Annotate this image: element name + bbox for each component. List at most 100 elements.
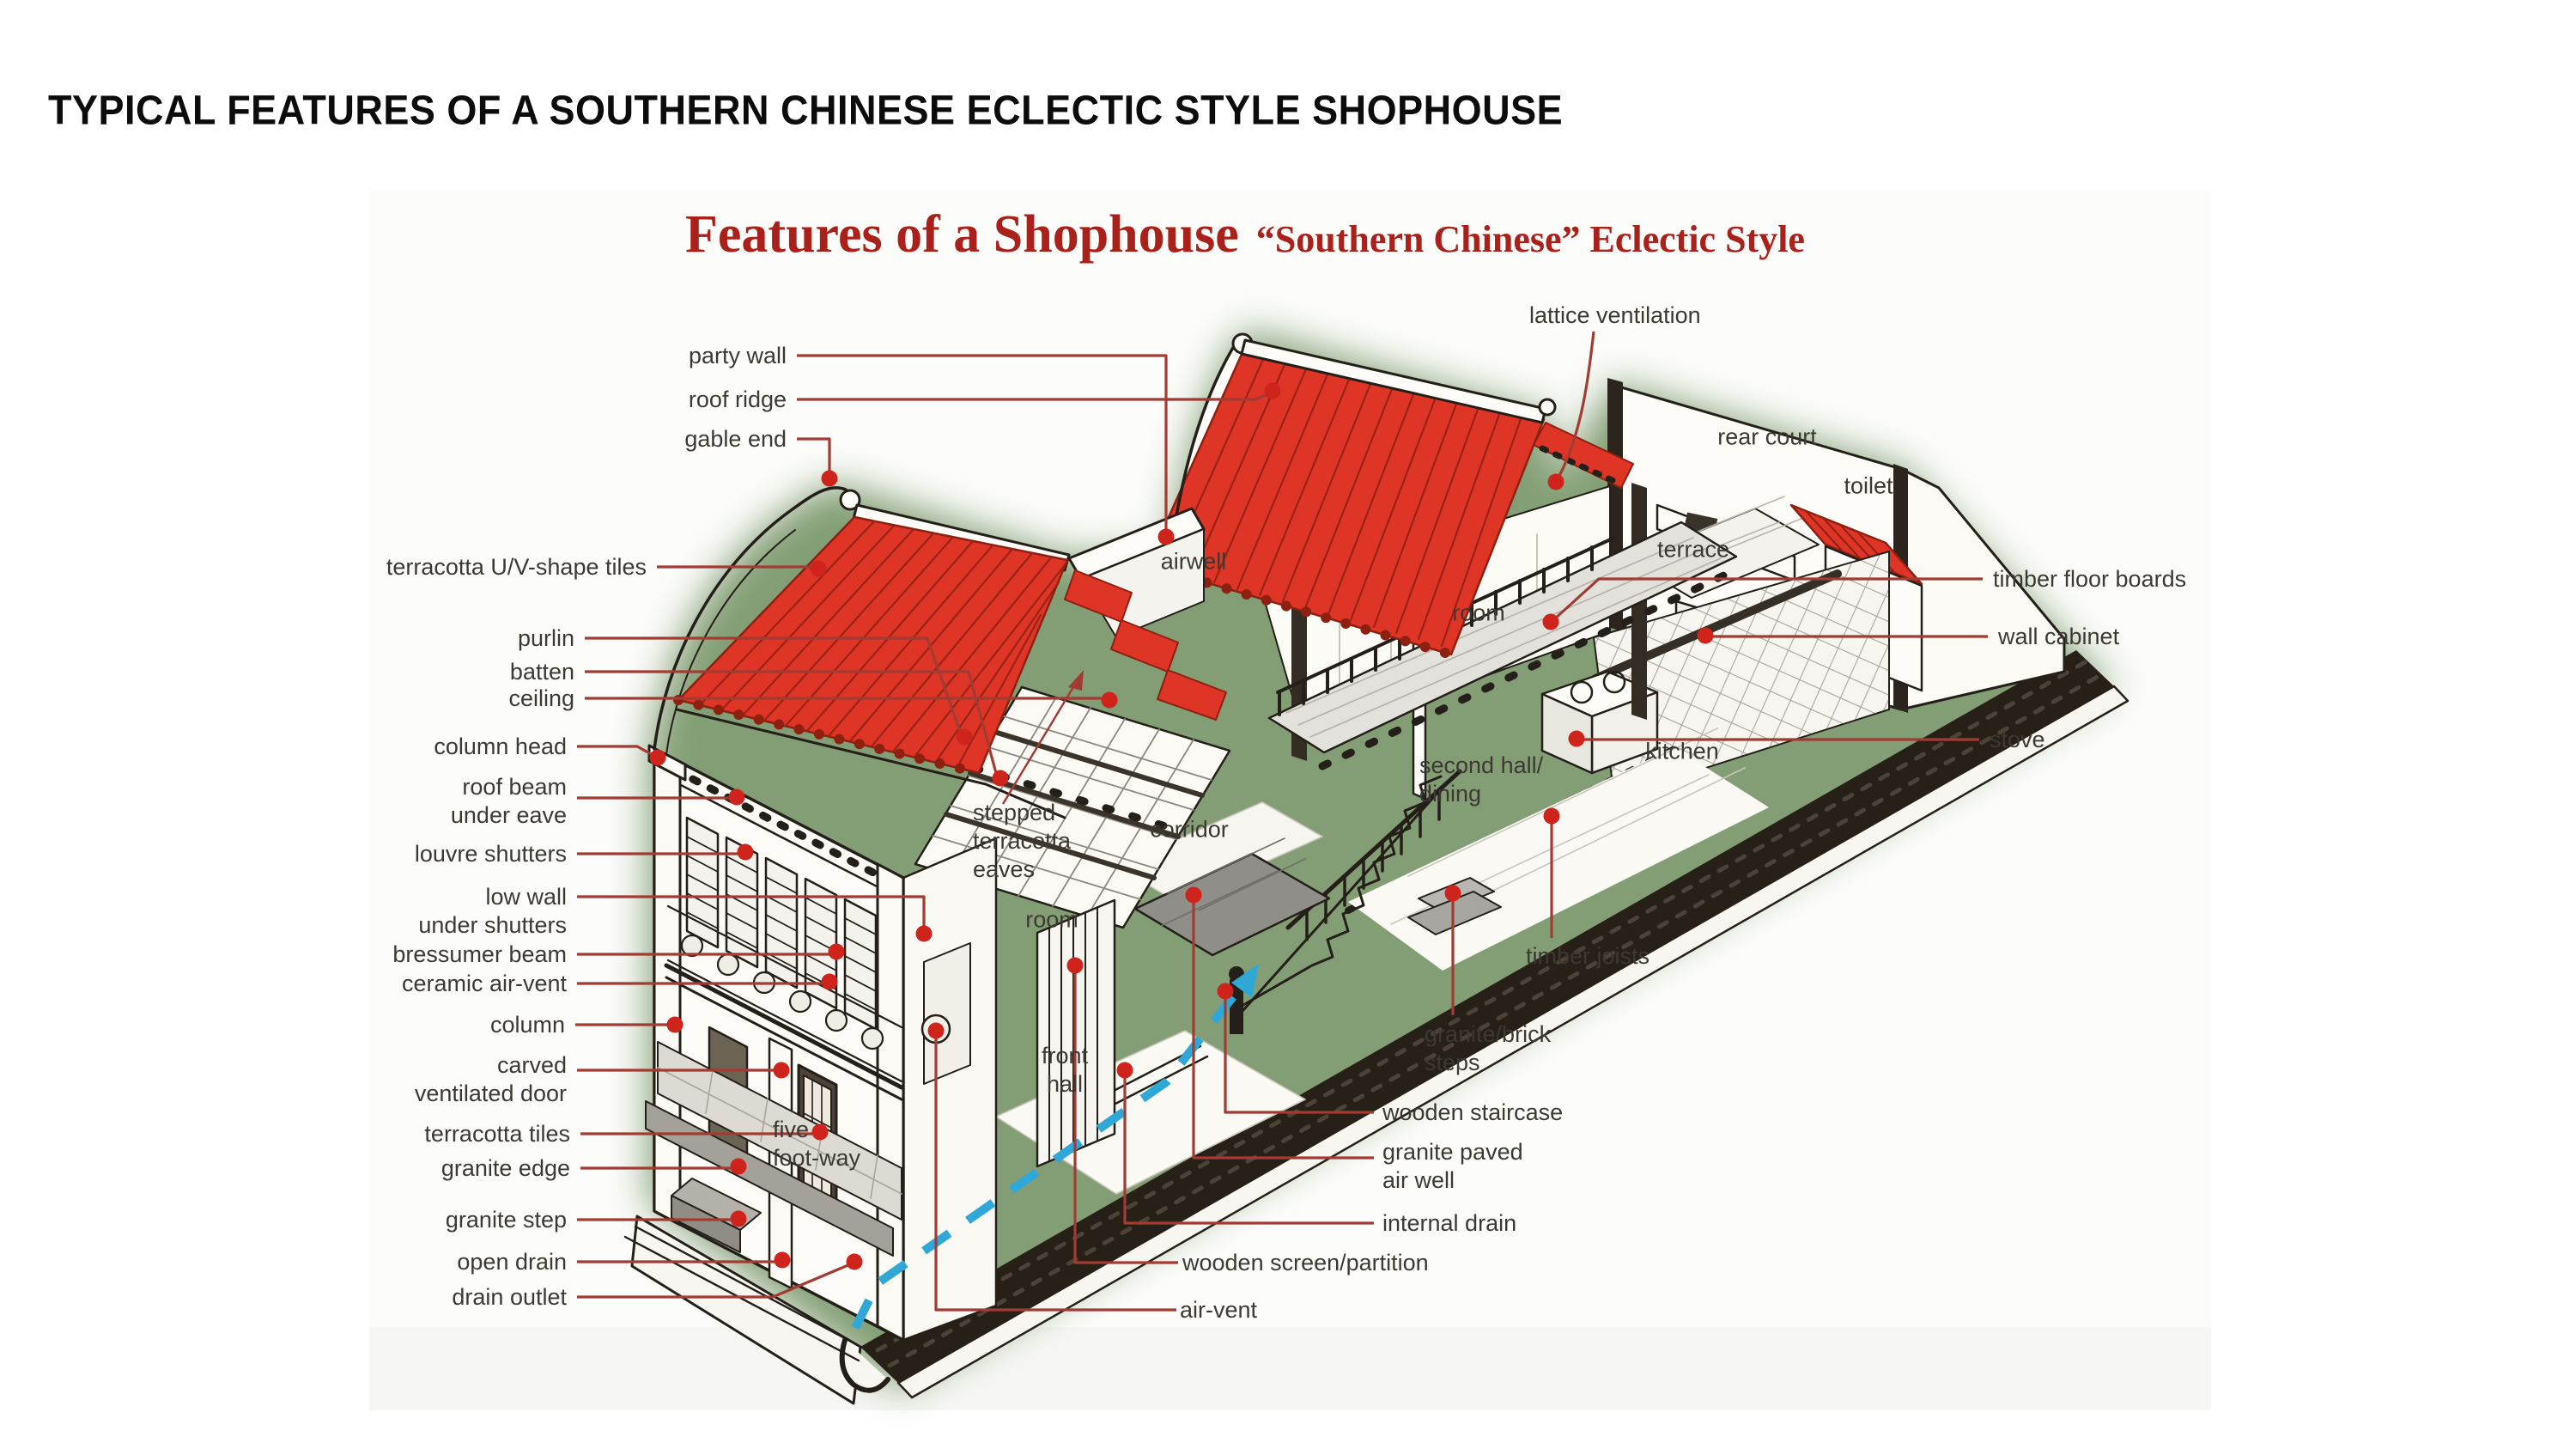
lattice-roof-strip [1533, 422, 1634, 489]
dot-batten [992, 770, 1009, 787]
batten-marks [970, 764, 1187, 836]
facade-rafter-ends [653, 757, 904, 891]
label-corridor: corridor [1150, 816, 1229, 843]
side-window [923, 942, 971, 1085]
leader-internal-drain [1123, 1076, 1374, 1225]
dot-gable-end [821, 470, 838, 487]
leader-air-vent [934, 1037, 1176, 1312]
dot-granite-paved-air-well [1185, 886, 1202, 904]
leader-wooden-screen-partition [1073, 971, 1178, 1264]
dot-ceiling [1101, 691, 1118, 709]
diagram-title: Features of a Shophouse “Southern Chinese… [661, 204, 1829, 265]
five-foot-way-tiles [657, 1067, 902, 1199]
label-room-lower: room [1025, 906, 1078, 933]
floor-joist-ends [1318, 566, 1739, 770]
label-second-hall-dining: second hall/ dining [1419, 752, 1544, 807]
dot-stove [1568, 730, 1585, 747]
base-party-wall [860, 650, 2114, 1383]
label-granite-edge: granite edge [440, 1155, 570, 1181]
dot-wooden-screen-partition [1066, 957, 1084, 974]
dot-timber-joists [1543, 807, 1560, 825]
dot-air-vent [927, 1022, 945, 1039]
drain-outlet-pipe [839, 1337, 890, 1393]
dot-column [666, 1016, 683, 1033]
label-timber-joists: timber joists [1526, 943, 1650, 969]
open-drain-channel [623, 1225, 869, 1362]
front-side-wall [902, 837, 998, 1342]
leader-granite-paved-air-well [1192, 901, 1374, 1160]
bressumer-beam-line2 [665, 976, 903, 1101]
leader-roof-ridge [797, 392, 1270, 401]
diagram-title-main: Features of a Shophouse [685, 205, 1239, 264]
label-roof-beam-under-eave: roof beam under eave [450, 774, 567, 828]
diagram-title-subtitle: “Southern Chinese” Eclectic Style [1255, 218, 1805, 260]
label-stepped-terracotta-eaves: stepped terracotta eaves [973, 800, 1072, 882]
label-toilet: toilet [1844, 472, 1893, 499]
dot-column-head [649, 749, 666, 766]
stair-balusters [1305, 788, 1441, 941]
leader-gable-end [797, 437, 831, 472]
dot-timber-floor-boards [1542, 613, 1559, 630]
label-granite-brick-steps: granite/brick steps [1425, 1021, 1552, 1075]
front-eave-board [675, 708, 1066, 819]
facade-pilaster-left [653, 747, 682, 1227]
middle-ridge-end-curl [1538, 398, 1557, 417]
leader-wooden-staircase [1224, 997, 1374, 1114]
stepped-eaves-arrowhead [1068, 670, 1084, 691]
label-air-vent: air-vent [1180, 1297, 1258, 1323]
dot-drain-outlet [846, 1253, 863, 1270]
section-line-dashed [851, 976, 1250, 1330]
bressumer-beam-line [664, 963, 904, 1090]
staircase-steps [1242, 775, 1443, 1007]
label-gable-end: gable end [684, 426, 787, 452]
dot-wall-cabinet [1697, 627, 1714, 644]
label-party-wall: party wall [688, 343, 787, 368]
low-wall-band [666, 904, 903, 1083]
label-roof-ridge: roof ridge [688, 387, 787, 412]
base-plinth [896, 685, 2129, 1399]
leader-batten [585, 670, 998, 774]
dot-party-wall [1157, 528, 1175, 545]
stove-burner-2 [1602, 670, 1626, 694]
dot-roof-beam-under-eave [728, 788, 745, 806]
leader-low-wall-under-shutters [577, 895, 926, 928]
label-carved-ventilated-door: carved ventilated door [414, 1052, 567, 1106]
dot-granite-brick-steps [1444, 885, 1461, 902]
label-rear-court: rear court [1717, 423, 1817, 450]
leader-column-head [577, 745, 655, 758]
dot-roof-ridge [1264, 382, 1281, 399]
stepped-eave-3 [1157, 669, 1227, 721]
wooden-screen-bars [1048, 906, 1098, 1162]
kitchen-wall-hatch [1594, 551, 1889, 797]
label-terracotta-uv-tiles: terracotta U/V-shape tiles [386, 554, 647, 580]
leader-purlin [585, 636, 962, 733]
lattice-ventilation-slats [1539, 445, 1621, 486]
stove-burner-1 [1570, 680, 1594, 704]
dot-louvre-shutters [737, 843, 754, 861]
front-gable-parapet-inner [665, 529, 796, 755]
dot-lattice-ventilation [1547, 473, 1564, 490]
dot-purlin [956, 728, 973, 746]
label-granite-step: granite step [445, 1207, 567, 1233]
label-timber-floor-boards: timber floor boards [1993, 566, 2187, 592]
dot-bressumer-beam [828, 943, 845, 960]
dot-granite-step [730, 1210, 747, 1227]
leader-stepped-terracotta-eaves [1001, 678, 1080, 805]
stove-side [1540, 692, 1594, 775]
dot-open-drain [774, 1251, 791, 1269]
label-open-drain: open drain [457, 1249, 567, 1275]
floor-board-lines [1285, 537, 1722, 738]
dot-low-wall-under-shutters [915, 925, 933, 942]
dot-granite-edge [730, 1158, 747, 1175]
front-roof-tile-lines [698, 520, 1069, 769]
leader-drain-outlet [577, 1263, 851, 1299]
leader-timber-floor-boards [1552, 577, 1983, 621]
label-ceiling: ceiling [508, 685, 574, 711]
label-lattice-ventilation: lattice ventilation [1529, 302, 1701, 328]
front-gable-curl [839, 489, 861, 511]
middle-ridge-cap [1240, 338, 1547, 424]
label-five-foot-way: five foot-way [773, 1117, 861, 1171]
label-purlin: purlin [517, 625, 574, 651]
toilet-roof-tiles [1806, 511, 1895, 573]
